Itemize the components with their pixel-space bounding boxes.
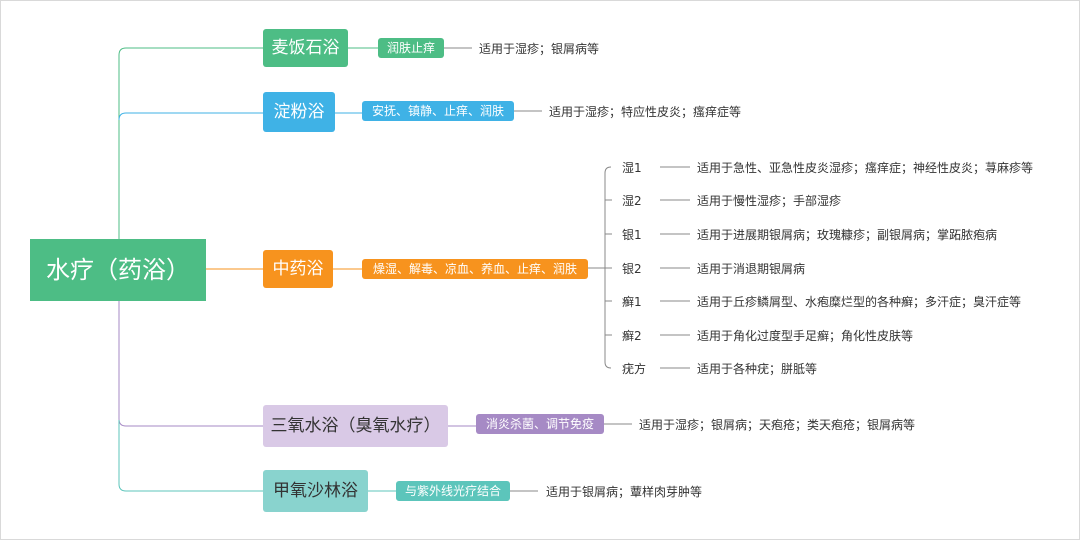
link-maifan [118,47,263,271]
link-jiajia [118,420,263,492]
desc-dianfen: 适用于湿疹；特应性皮炎；瘙痒症等 [549,105,742,119]
desc-jiajiashalin: 适用于银屑病；蕈样肉芽肿等 [546,485,703,499]
tag-maifanshi[interactable]: 润肤止痒 [378,38,444,58]
sub-label[interactable]: 癣2 [622,329,642,343]
branch-jiajiashalin[interactable]: 甲氧沙林浴 [263,470,368,512]
sub-label[interactable]: 湿1 [622,161,642,175]
sub-desc: 适用于进展期银屑病；玫瑰糠疹；副银屑病；掌跖脓疱病 [697,228,998,242]
sub-label[interactable]: 疣方 [622,362,647,376]
sub-label[interactable]: 湿2 [622,194,642,208]
tag-dianfen[interactable]: 安抚、镇静、止痒、润肤 [362,101,514,121]
sub-desc: 适用于丘疹鳞屑型、水疱糜烂型的各种癣；多汗症；臭汗症等 [697,295,1022,309]
link-dianfen [118,112,263,121]
sub-label[interactable]: 银1 [622,228,642,242]
sub-desc: 适用于消退期银屑病 [697,262,806,276]
tag-jiajiashalin[interactable]: 与紫外线光疗结合 [396,481,510,501]
desc-maifanshi: 适用于湿疹；银屑病等 [479,42,600,56]
branch-zhongyao[interactable]: 中药浴 [263,250,333,288]
sub-desc: 适用于各种疣；胼胝等 [697,362,818,376]
branch-dianfen[interactable]: 淀粉浴 [263,92,335,132]
root-node[interactable]: 水疗（药浴） [30,239,206,301]
sub-label[interactable]: 银2 [622,262,642,276]
desc-sanyang: 适用于湿疹；银屑病；天疱疮；类天疱疮；银屑病等 [639,418,916,432]
tag-sanyang[interactable]: 消炎杀菌、调节免疫 [476,414,604,434]
tag-zhongyao[interactable]: 燥湿、解毒、凉血、养血、止痒、润肤 [362,259,588,279]
sub-desc: 适用于慢性湿疹；手部湿疹 [697,194,842,208]
branch-sanyang[interactable]: 三氧水浴（臭氧水疗） [263,405,448,447]
sub-desc: 适用于急性、亚急性皮炎湿疹；瘙痒症；神经性皮炎；荨麻疹等 [697,161,1034,175]
sub-desc: 适用于角化过度型手足癣；角化性皮肤等 [697,329,914,343]
branch-maifanshi[interactable]: 麦饭石浴 [263,29,348,67]
sub-label[interactable]: 癣1 [622,295,642,309]
link-sanyang [118,270,263,427]
